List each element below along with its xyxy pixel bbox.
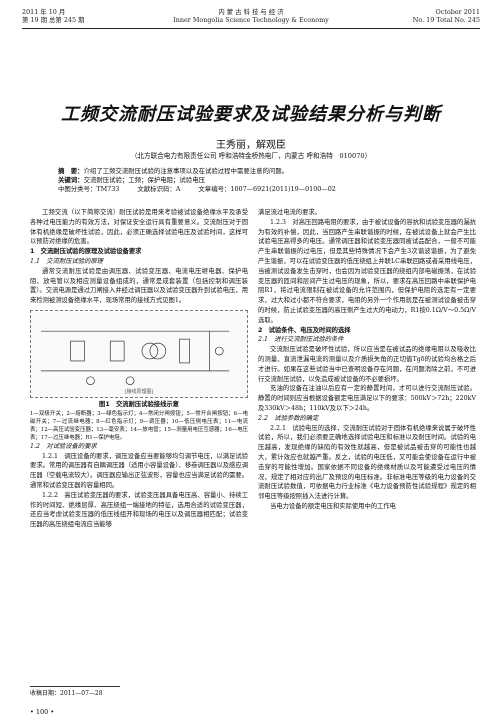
section-1-1-text: 通常交流耐压试验是由调压器、试验变压器、电流电压继电器、保护电阻、放电管以及相应… xyxy=(30,267,248,305)
figure-1-legend: 1—双极开关；2—熔断器；3—绿色指示灯；4—常闭分闸按钮；5—常开合闸按钮；6… xyxy=(30,410,248,441)
section-2-heading: 2 试验条件、电压及时间的选择 xyxy=(258,326,351,334)
running-header: 2011 年 10 月 第 19 期 总第 245 期 内 蒙 古 科 技 与 … xyxy=(22,8,480,30)
section-1-1-heading: 1.1 交流耐压试验的原理 xyxy=(30,257,103,265)
header-left: 2011 年 10 月 第 19 期 总第 245 期 xyxy=(22,8,85,24)
footnote-rule xyxy=(30,686,120,687)
authors: 王秀丽，解观臣 xyxy=(216,140,286,151)
intro-paragraph: 工频交流（以下简称交流）耐压试验是用来考验被试设备绝缘水平及承受各种过电压能力的… xyxy=(30,209,248,246)
section-1-2-2-text: 1.2.2 高压试验变压器的要求，试验变压器具备电压高、容量小、持续工作的时间短… xyxy=(30,491,248,529)
section-1-2-3-text: 1.2.3 对高压回路电阻的要求，由于被试设备的容抗和试验变压器的漏抗为有效的补… xyxy=(258,218,476,324)
section-2-2-1-text: 2.2.1 试验电压的选择，交流耐压试验对于固体有机绝缘来说属于破坏性试验，所以… xyxy=(258,424,476,501)
section-1-2-heading: 1.2 对试验设备的要求 xyxy=(30,442,97,450)
circuit-diagram xyxy=(40,330,230,386)
section-2-2-heading: 2.2 试验参数的确定 xyxy=(258,414,319,422)
section-1-heading: 1 交流耐压试验的原理及试验设备要求 xyxy=(30,248,142,256)
section-2-1-text-1: 交流耐压试验是破坏性试验，所以应当是在被试品的绝缘电阻以及吸收比的测量、直流泄漏… xyxy=(258,346,476,383)
section-2-1-heading: 2.1 进行交流耐压试验的条件 xyxy=(258,336,344,344)
section-2-2-1-tail: 当电力设备的额定电压和实际使用中的工作电 xyxy=(270,502,396,510)
affiliation: （北方联合电力有限责任公司 呼和浩特金桥热电厂，内蒙古 呼和浩特 010070） xyxy=(130,152,372,160)
paper-title: 工频交流耐压试验要求及试验结果分析与判断 xyxy=(61,104,441,125)
header-right: October 2011 No. 19 Total No. 245 xyxy=(412,8,480,24)
right-column: 满足流过电流的要求。 1.2.3 对高压回路电阻的要求，由于被试设备的容抗和试验… xyxy=(258,208,476,512)
abstract-block: 摘 要：介绍了工频交流耐压试验的注意事项以及在试验过程中需要注意的问题。 关键词… xyxy=(58,167,444,194)
abstract: 摘 要：介绍了工频交流耐压试验的注意事项以及在试验过程中需要注意的问题。 xyxy=(58,167,289,175)
page-number: • 100 • xyxy=(30,708,55,716)
keywords: 关键词：交流耐压试验；工频；保护电阻；试验电压 xyxy=(58,176,205,184)
section-2-1-text-2: 充油的设备在注油以后应有一定的静置时间，才可以进行交流耐压试验。静置的时间则应当… xyxy=(258,385,476,412)
figure-1-caption: 图1 交流耐压试验接线示意 xyxy=(99,400,179,408)
figure-1-wiring-diagram: [接线原理图] xyxy=(30,309,248,398)
header-rule xyxy=(22,28,480,29)
section-1-2-1-text: 1.2.1 调压设备的要求，调压设备应当要能够均匀调节电压，以满足试验要求。常用… xyxy=(30,452,248,489)
header-center: 内 蒙 古 科 技 与 经 济 Inner Mongolia Science T… xyxy=(173,8,329,24)
classification: 中图分类号：TM733 文献标识码：A 文章编号：1007—6921(2011)… xyxy=(58,185,336,193)
left-column: 工频交流（以下简称交流）耐压试验是用来考验被试设备绝缘水平及承受各种过电压能力的… xyxy=(30,208,248,530)
received-date: 收稿日期：2011—07—28 xyxy=(30,690,103,697)
continued-text: 满足流过电流的要求。 xyxy=(258,209,321,216)
